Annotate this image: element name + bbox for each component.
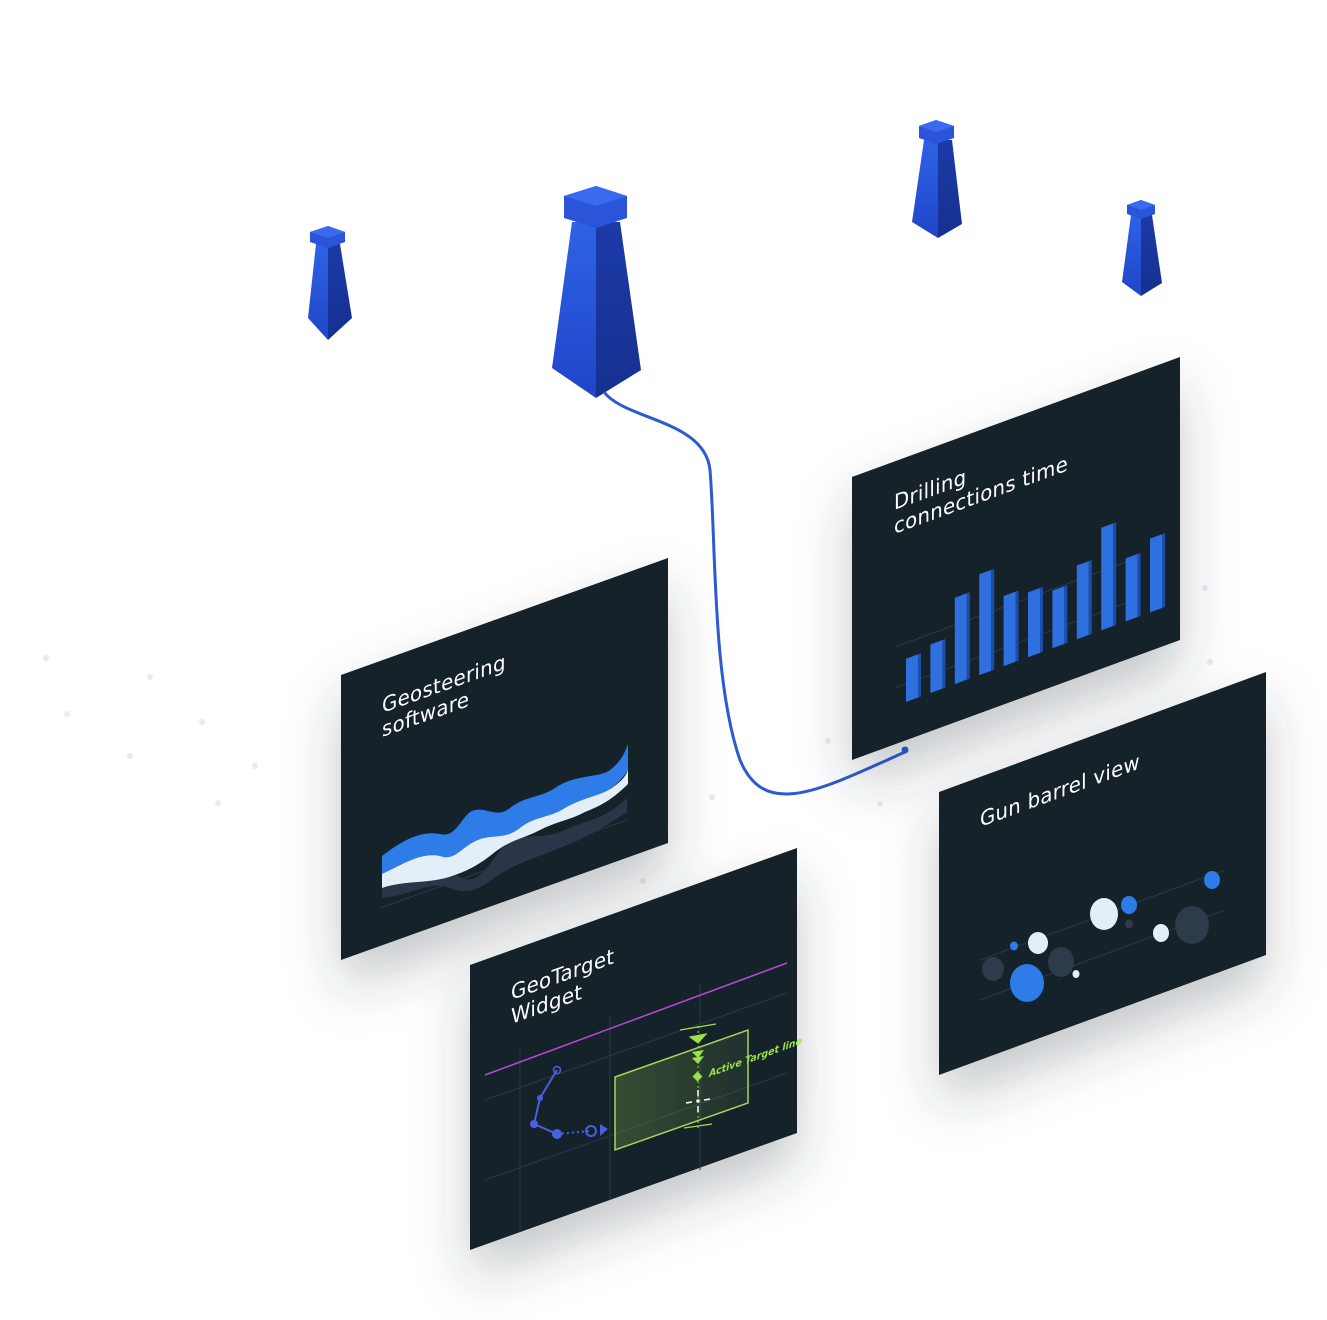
drilling-bar: [1076, 561, 1089, 640]
drilling-bar: [930, 640, 943, 694]
drilling-bar-side: [1064, 585, 1068, 644]
bubble: [1090, 898, 1118, 930]
drilling-bar-side: [966, 592, 970, 680]
drilling-bar-side: [1113, 522, 1117, 626]
crosshair-icon: [685, 1090, 711, 1112]
bubble: [982, 957, 1004, 981]
bubble: [1072, 970, 1080, 978]
well-path: [530, 1065, 608, 1139]
bubble: [1121, 896, 1137, 914]
background-dots: [43, 585, 1213, 884]
geotarget-target-box: [614, 1028, 749, 1152]
drilling-bars: [906, 522, 1165, 702]
drilling-bar: [954, 593, 967, 685]
tower-mid-right: [912, 120, 962, 238]
drilling-bar: [906, 654, 918, 702]
drilling-bar-side: [1162, 533, 1165, 609]
tower-big: [552, 186, 641, 398]
panel-geotarget[interactable]: Active Target line GeoTarget Widget: [470, 848, 802, 1250]
geosteering-white-band: [382, 770, 628, 888]
drilling-bar-side: [942, 638, 946, 689]
drilling-bar-side: [1088, 560, 1092, 635]
drilling-bar-side: [918, 653, 921, 698]
connector-end-dot: [901, 746, 909, 754]
drilling-bar: [1125, 554, 1138, 622]
tower-small-right: [1122, 200, 1162, 296]
drilling-bar-side: [991, 568, 995, 671]
bubble: [1125, 919, 1133, 929]
drilling-bar: [1150, 534, 1162, 613]
tower-small-left: [308, 226, 352, 340]
bubble: [1010, 941, 1018, 951]
drilling-bar: [1028, 588, 1040, 658]
gun-barrel-bubbles: [982, 871, 1220, 1002]
geotarget-magenta-line: [484, 962, 788, 1076]
drilling-bar: [1052, 586, 1065, 649]
bubble: [1028, 932, 1048, 954]
panel-drilling[interactable]: Drilling connections time: [852, 357, 1180, 760]
bubble: [1175, 906, 1209, 944]
drilling-bar: [979, 569, 992, 676]
bubble: [1048, 947, 1074, 977]
drilling-bar-side: [1040, 586, 1043, 653]
panel-geosteering[interactable]: Geosteering software: [341, 558, 668, 960]
drilling-bar: [1101, 523, 1114, 631]
bubble: [1153, 924, 1169, 942]
drilling-bar-side: [1015, 590, 1019, 662]
panel-gun-barrel[interactable]: Gun barrel view: [939, 672, 1266, 1075]
bubble: [1010, 964, 1044, 1002]
bubble: [1204, 871, 1220, 889]
geosteering-blue-band: [382, 744, 628, 878]
drilling-bar: [1003, 591, 1016, 667]
connector-line: [602, 391, 906, 796]
drilling-bar-side: [1137, 552, 1141, 618]
